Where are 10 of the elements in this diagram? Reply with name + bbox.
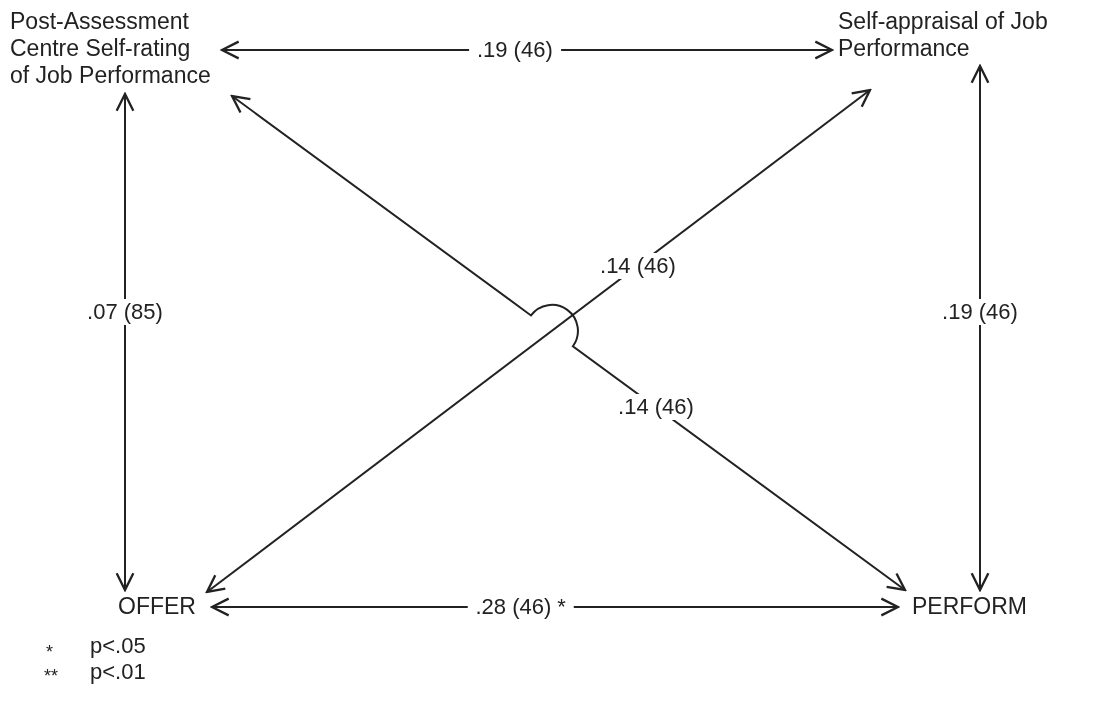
footnote-text: p<.01	[90, 660, 146, 684]
footnote-text: p<.05	[90, 634, 146, 658]
significance-mark: *	[46, 641, 53, 664]
variable-label: Self-appraisal of Job Performance	[838, 8, 1088, 62]
significance-mark: **	[44, 665, 58, 688]
variable-label: OFFER	[118, 593, 196, 620]
double-arrow	[115, 92, 135, 592]
variable-label: PERFORM	[912, 593, 1027, 620]
variable-label: Post-Assessment Centre Self-rating of Job Performance	[10, 8, 215, 89]
double-arrow	[970, 64, 990, 592]
